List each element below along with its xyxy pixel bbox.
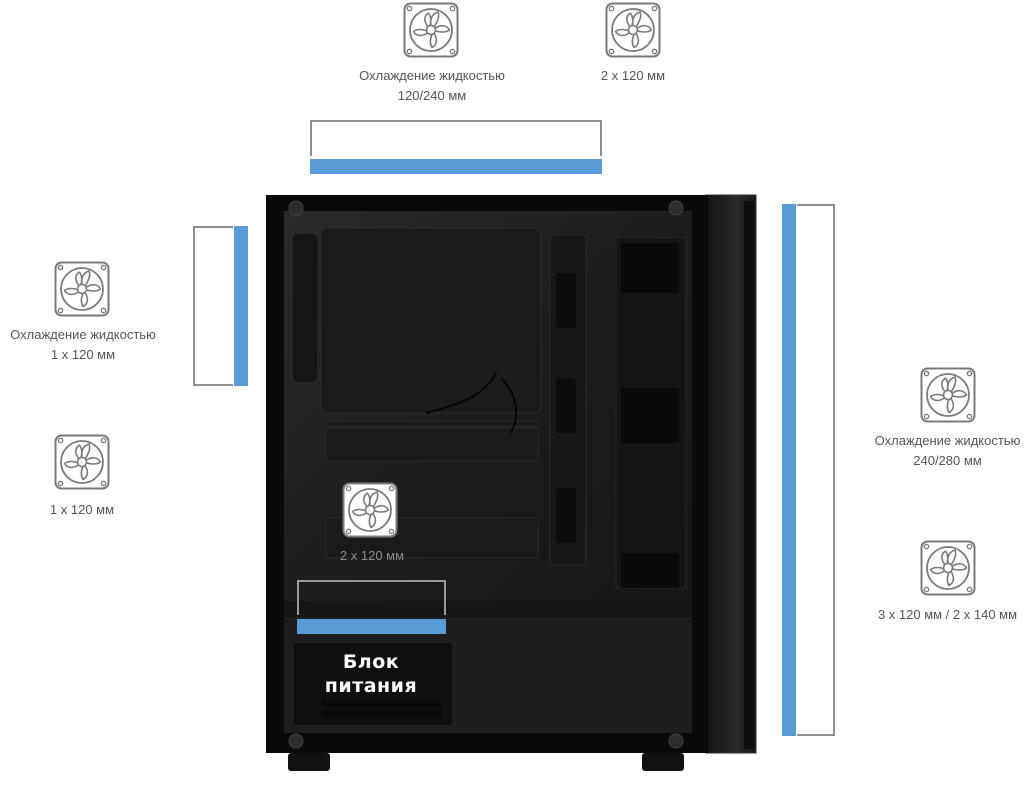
rear-radiator-label: Охлаждение жидкостью 1 x 120 мм <box>0 325 166 365</box>
rear-radiator-bracket <box>193 226 233 386</box>
bottom-fan-label: 2 x 120 мм <box>339 548 405 563</box>
front-radiator-bracket <box>797 204 835 736</box>
psu-label-line1: Блок <box>342 651 400 673</box>
rear-mount-bar <box>234 226 248 386</box>
fan-icon <box>54 434 110 490</box>
fan-icon <box>605 2 661 58</box>
fan-icon <box>403 2 459 58</box>
pc-case-illustration <box>266 194 757 771</box>
front-radiator-label-line1: Охлаждение жидкостью <box>874 433 1021 448</box>
top-radiator-label: Охлаждение жидкостью 120/240 мм <box>332 66 532 106</box>
rear-fan-label: 1 x 120 мм <box>49 502 115 517</box>
top-fan-label: 2 x 120 мм <box>600 68 666 83</box>
psu-label: Блок питания <box>300 650 442 698</box>
pc-case <box>266 193 766 773</box>
fan-icon <box>342 482 398 538</box>
fan-icon <box>54 261 110 317</box>
rear-radiator-label-line2: 1 x 120 мм <box>50 347 116 362</box>
front-fan-label: 3 x 120 мм / 2 x 140 мм <box>877 607 1018 622</box>
fan-icon <box>920 367 976 423</box>
top-radiator-bracket <box>310 120 602 156</box>
top-radiator-label-line1: Охлаждение жидкостью <box>359 68 505 83</box>
top-mount-bar <box>310 159 602 174</box>
psu-label-line2: питания <box>324 675 418 697</box>
front-mount-bar <box>782 204 796 736</box>
fan-icon <box>920 540 976 596</box>
front-radiator-label-line2: 240/280 мм <box>913 453 982 468</box>
rear-radiator-label-line1: Охлаждение жидкостью <box>10 327 156 342</box>
bottom-mount-bar <box>297 619 446 634</box>
top-radiator-label-line2: 120/240 мм <box>397 88 467 103</box>
bottom-fan-bracket <box>297 580 446 615</box>
front-radiator-label: Охлаждение жидкостью 240/280 мм <box>864 431 1031 471</box>
